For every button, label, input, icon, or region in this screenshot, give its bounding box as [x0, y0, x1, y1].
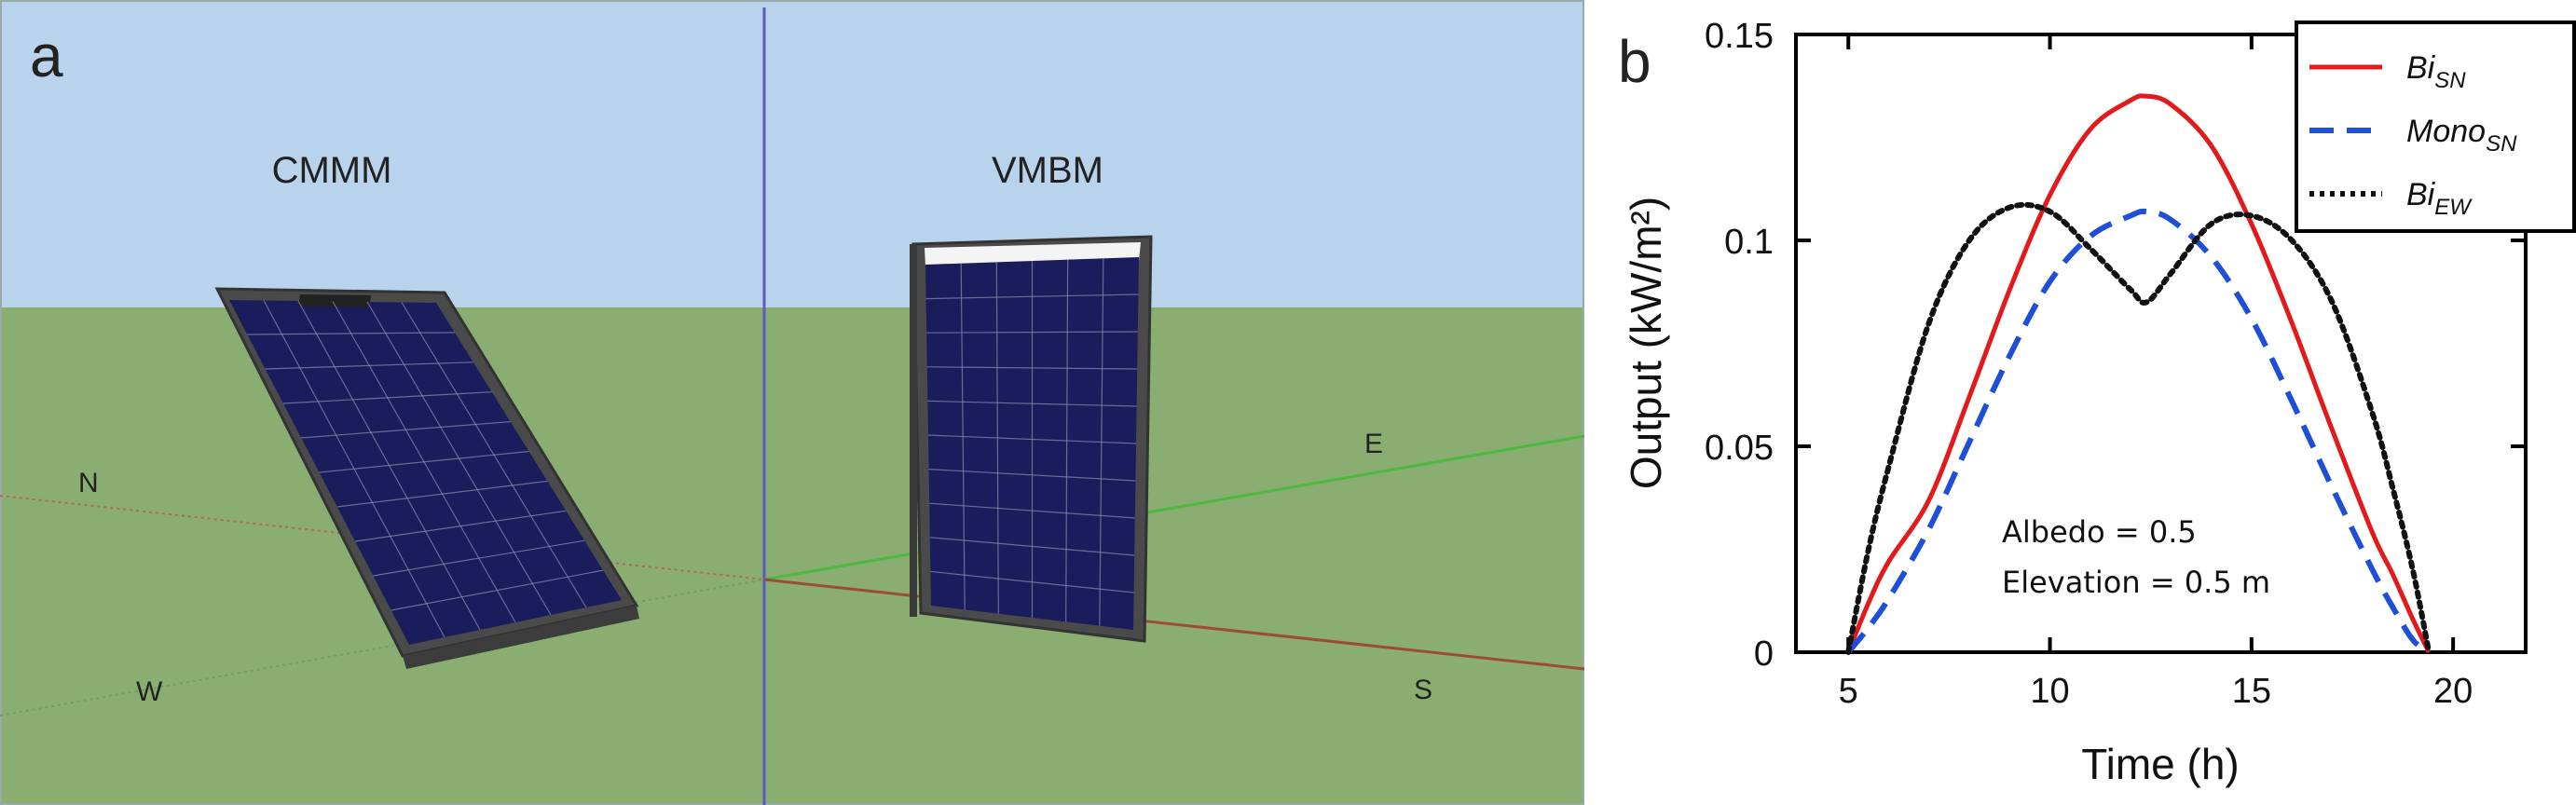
panel-grid-line — [929, 502, 1135, 519]
legend-entry-name: Bi — [2406, 177, 2436, 212]
panel-grid-line — [929, 537, 1135, 556]
x-tick-label: 5 — [1839, 672, 1858, 711]
panel-a-label: a — [30, 22, 63, 89]
panel-a-border — [0, 0, 1584, 805]
legend-entry-name: Mono — [2406, 114, 2486, 149]
compass-e-label: E — [1364, 429, 1383, 459]
tilted-panel-thickness — [403, 606, 639, 669]
x-tick-label: 20 — [2433, 672, 2473, 711]
panel-grid-line — [928, 469, 1136, 482]
y-tick-label: 0.05 — [1705, 429, 1774, 468]
series-lines — [1845, 93, 2432, 655]
series-line-bi-ew — [1845, 201, 2432, 655]
south-axis-line — [763, 578, 1585, 671]
legend-entry-name: Bi — [2406, 50, 2436, 86]
y-axis-title: Output (kW/m²) — [1622, 197, 1670, 489]
north-axis-line — [0, 495, 765, 580]
east-axis-line — [763, 434, 1585, 581]
panel-grid-line — [336, 480, 548, 508]
tilted-panel-topbar — [298, 294, 371, 307]
panel-grid-line — [355, 510, 567, 542]
series-line-bi-sn — [1845, 93, 2432, 654]
tilted-panel-grid — [247, 300, 604, 638]
x-tick-label: 10 — [2030, 672, 2069, 711]
panel-b-chart: b 0 0.05 0.1 0.15 5 10 15 20 Time (h) Output (… — [1618, 17, 2576, 788]
panel-grid-line — [301, 421, 511, 439]
panel-grid-line — [282, 391, 492, 404]
sky — [0, 0, 1584, 307]
cmmm-title: CMMM — [272, 150, 392, 191]
y-tick-label: 0.15 — [1705, 17, 1774, 56]
legend-entry-label: BiEW — [2406, 177, 2473, 220]
panel-grid-line — [925, 293, 1139, 300]
y-tick-label: 0 — [1754, 634, 1774, 674]
series-line-mono-sn — [1845, 208, 2432, 655]
tilted-solar-panel — [214, 287, 639, 669]
panel-grid-line — [373, 539, 585, 577]
panel-grid-line — [927, 400, 1137, 407]
vertical-panel-grid — [925, 258, 1139, 626]
panel-grid-line — [927, 434, 1137, 444]
panel-b-label: b — [1618, 28, 1651, 95]
compass-w-label: W — [136, 676, 163, 707]
panel-grid-line — [926, 366, 1138, 370]
ground — [0, 307, 1584, 805]
compass-s-label: S — [1414, 675, 1432, 705]
x-axis-ticks: 5 10 15 20 — [1839, 34, 2473, 711]
panel-grid-line — [247, 332, 455, 335]
x-tick-label: 15 — [2232, 672, 2271, 711]
tilted-panel-cells — [229, 300, 622, 645]
legend-entry-label: BiSN — [2406, 50, 2466, 93]
annotation-albedo: Albedo = 0.5 — [2002, 514, 2197, 550]
x-axis-title: Time (h) — [2081, 740, 2240, 788]
west-axis-line — [0, 579, 765, 716]
panel-grid-line — [319, 450, 529, 473]
compass-n-label: N — [78, 468, 99, 498]
vertical-solar-panel — [910, 235, 1153, 643]
y-axis-ticks: 0 0.05 0.1 0.15 — [1705, 17, 2526, 674]
annotation-elevation: Elevation = 0.5 m — [2002, 565, 2270, 600]
panel-grid-line — [391, 569, 604, 611]
y-tick-label: 0.1 — [1724, 223, 1774, 262]
panel-grid-line — [265, 362, 473, 370]
legend-entry-subscript: SN — [2434, 68, 2466, 93]
panel-grid-line — [926, 331, 1138, 334]
legend-entry-subscript: EW — [2434, 195, 2473, 220]
panel-grid-line — [930, 570, 1134, 594]
legend-entry-label: MonoSN — [2406, 114, 2517, 157]
panel-a-scene: a CMMM VMBM N W E S — [0, 0, 1585, 805]
vmbm-title: VMBM — [992, 150, 1103, 191]
legend-entry-subscript: SN — [2486, 131, 2517, 157]
vertical-panel-left-post — [910, 244, 917, 617]
